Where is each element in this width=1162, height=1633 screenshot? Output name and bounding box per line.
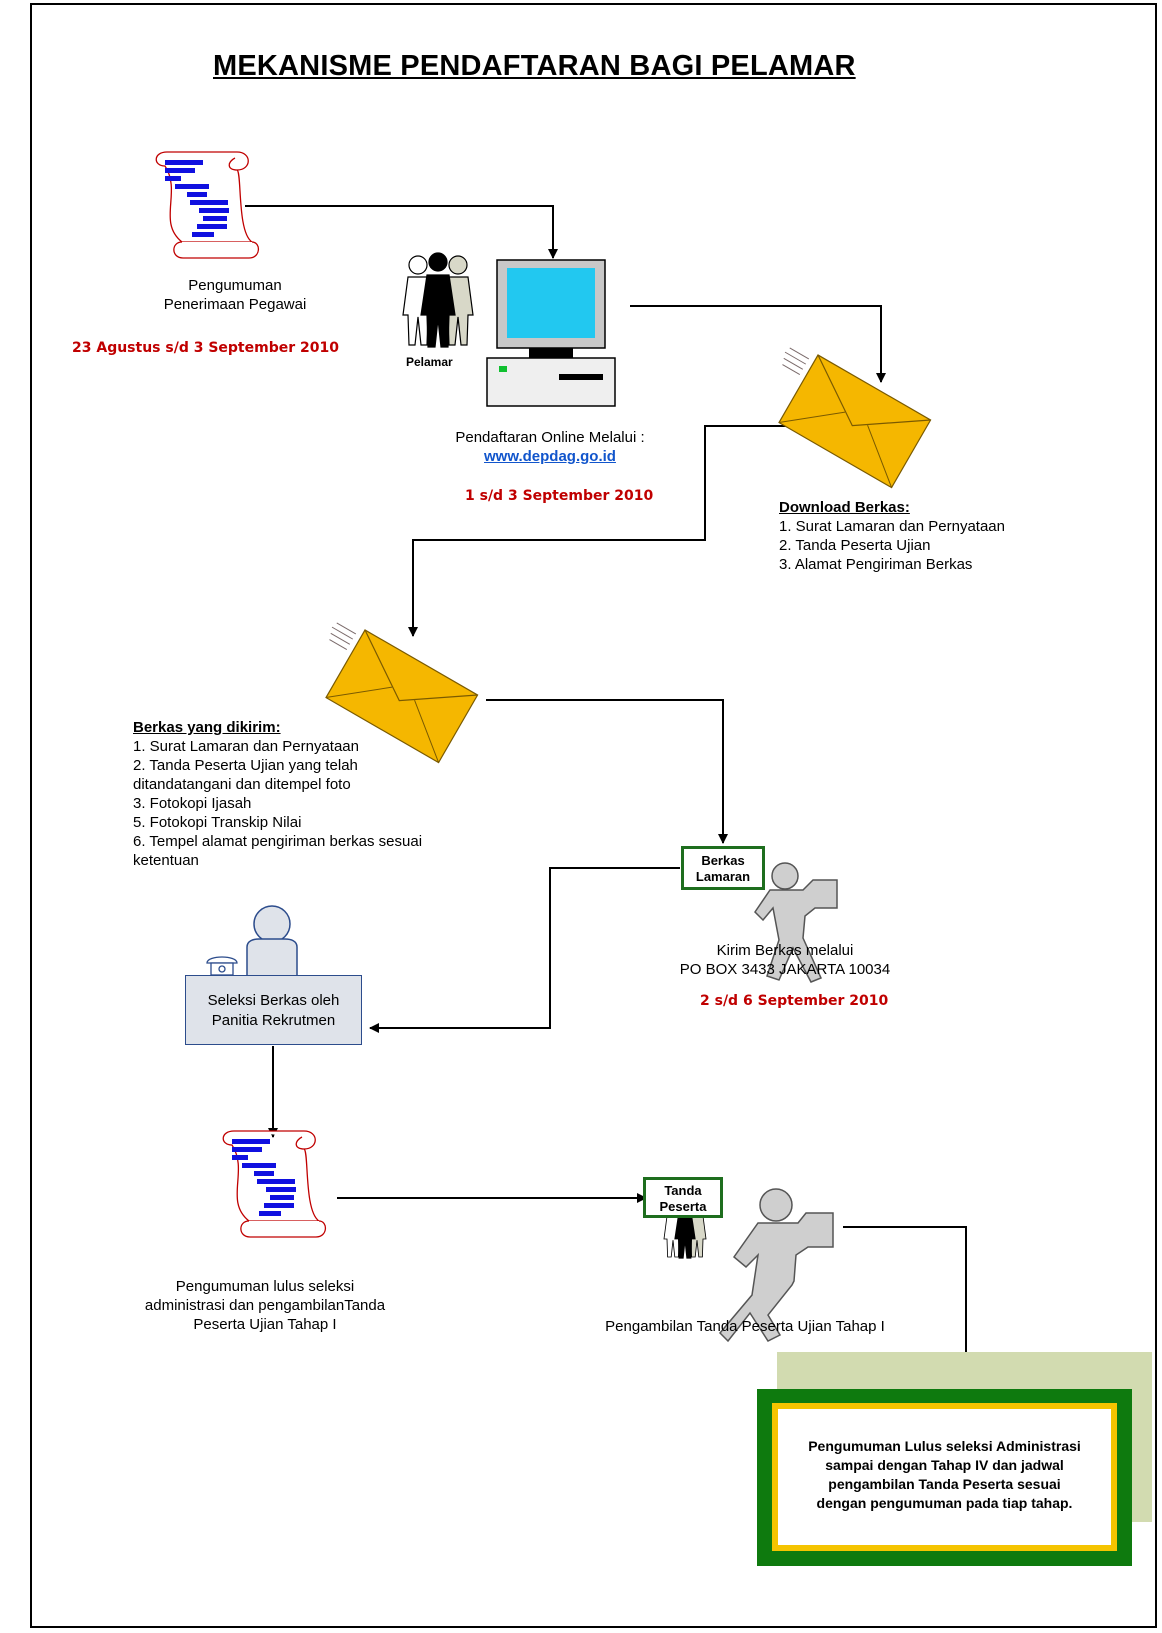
- receptionist-icon: [206, 905, 298, 976]
- page-title: MEKANISME PENDAFTARAN BAGI PELAMAR: [213, 50, 856, 82]
- connector-arrows: [245, 205, 971, 1385]
- announcement-caption: Pengumuman Penerimaan Pegawai: [135, 276, 335, 314]
- sent-list: Berkas yang dikirim: 1. Surat Lamaran da…: [133, 718, 422, 870]
- arrow-sent-to-berkas: [486, 699, 728, 844]
- send-date: 2 s/d 6 September 2010: [700, 993, 889, 1009]
- sent-item: 6. Tempel alamat pengiriman berkas sesua…: [133, 833, 423, 850]
- final-line4: dengan pengumuman pada tiap tahap.: [816, 1495, 1073, 1511]
- page-frame: [30, 3, 1157, 1628]
- download-item: 1. Surat Lamaran dan Pernyataan: [779, 518, 1005, 535]
- arrow-computer-to-download: [630, 305, 886, 383]
- arrow-berkas-to-selection: [369, 867, 680, 1033]
- pickup-caption: Pengambilan Tanda Peserta Ujian Tahap I: [605, 1318, 885, 1335]
- download-item: 2. Tanda Peserta Ujian: [779, 537, 931, 554]
- tanda-line1: Tanda: [664, 1183, 702, 1198]
- arrow-announcement-to-computer: [245, 205, 558, 259]
- send-line1: Kirim Berkas melalui: [716, 942, 854, 959]
- sent-item: 2. Tanda Peserta Ujian yang telah: [133, 757, 358, 774]
- computer-icon: [486, 259, 616, 407]
- announcement-date: 23 Agustus s/d 3 September 2010: [72, 340, 339, 356]
- envelope-icon-download: [778, 347, 932, 489]
- tanda-line2: Peserta: [659, 1199, 707, 1214]
- announcement-line2: Penerimaan Pegawai: [163, 296, 307, 313]
- scroll-icon-result: [222, 1130, 327, 1238]
- sent-heading: Berkas yang dikirim:: [133, 719, 281, 736]
- arrow-download-to-sent: [408, 425, 810, 637]
- berkas-line2: Lamaran: [695, 869, 751, 884]
- sent-item: ketentuan: [133, 852, 199, 869]
- online-caption: Pendaftaran Online Melalui : www.depdag.…: [420, 428, 680, 466]
- sent-item: 5. Fotokopi Transkip Nilai: [133, 814, 302, 831]
- download-item: 3. Alamat Pengiriman Berkas: [779, 556, 973, 573]
- final-line3: pengambilan Tanda Peserta sesuai: [828, 1476, 1061, 1492]
- send-caption: Kirim Berkas melalui PO BOX 3433 JAKARTA…: [650, 941, 920, 979]
- final-line1: Pengumuman Lulus seleksi Administrasi: [808, 1438, 1081, 1454]
- sent-item: 3. Fotokopi Ijasah: [133, 795, 252, 812]
- berkas-line1: Berkas: [701, 853, 745, 868]
- online-link[interactable]: www.depdag.go.id: [484, 448, 616, 465]
- result-caption: Pengumuman lulus seleksi administrasi da…: [120, 1277, 410, 1334]
- courier-icon-pickup: [718, 1188, 834, 1343]
- tanda-peserta-label: Tanda Peserta: [643, 1177, 723, 1218]
- envelope-icon-sent: [325, 622, 479, 764]
- selection-line2: Panitia Rekrutmen: [211, 1012, 336, 1029]
- sent-item: 1. Surat Lamaran dan Pernyataan: [133, 738, 359, 755]
- sent-item: ditandatangani dan ditempel foto: [133, 776, 351, 793]
- announcement-line1: Pengumuman: [188, 277, 282, 294]
- arrow-pickup-to-final: [843, 1226, 971, 1385]
- courier-icon-send: [754, 862, 838, 983]
- applicant-label: Pelamar: [406, 355, 453, 369]
- download-heading: Download Berkas:: [779, 499, 910, 516]
- final-line2: sampai dengan Tahap IV dan jadwal: [825, 1457, 1064, 1473]
- result-line3: Peserta Ujian Tahap I: [193, 1316, 337, 1333]
- online-date: 1 s/d 3 September 2010: [465, 488, 654, 504]
- applicants-icon: [402, 252, 474, 348]
- berkas-lamaran-label: Berkas Lamaran: [681, 846, 765, 890]
- download-list: Download Berkas: 1. Surat Lamaran dan Pe…: [779, 498, 1005, 574]
- send-line2: PO BOX 3433 JAKARTA 10034: [679, 961, 891, 978]
- final-announcement-box: Pengumuman Lulus seleksi Administrasi sa…: [772, 1403, 1117, 1551]
- online-line1: Pendaftaran Online Melalui :: [455, 429, 645, 446]
- result-line2: administrasi dan pengambilanTanda: [144, 1297, 386, 1314]
- selection-box: Seleksi Berkas oleh Panitia Rekrutmen: [185, 975, 362, 1045]
- scroll-icon: [155, 151, 260, 259]
- result-line1: Pengumuman lulus seleksi: [175, 1278, 355, 1295]
- selection-line1: Seleksi Berkas oleh: [207, 992, 340, 1009]
